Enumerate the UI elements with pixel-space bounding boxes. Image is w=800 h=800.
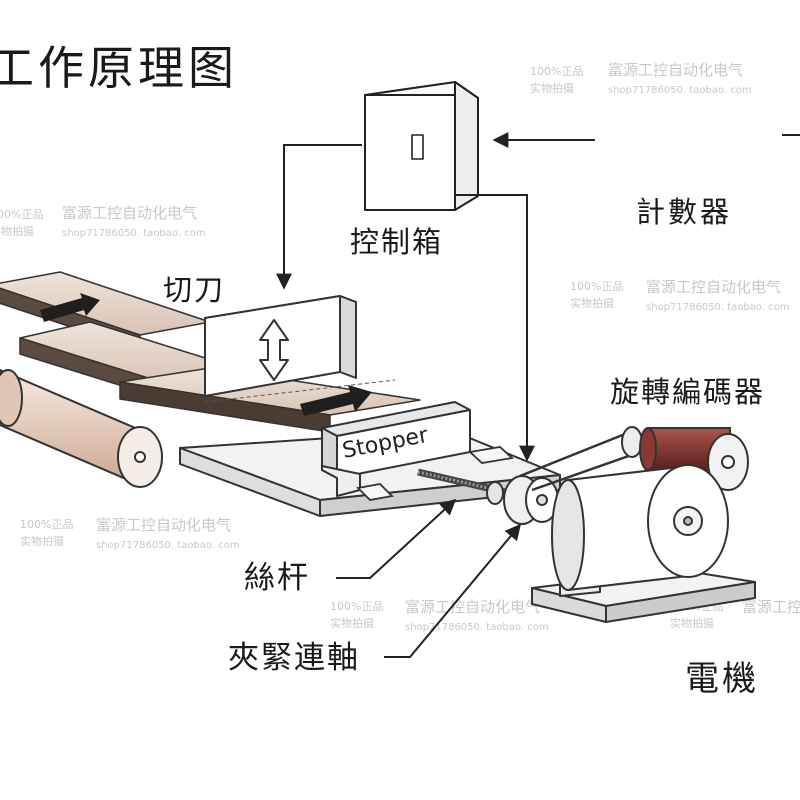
svg-text:100%正品: 100%正品 [20, 518, 73, 531]
watermark-right: 100%正品 实物拍摄 富源工控自动化电气 shop71786050. taob… [570, 278, 790, 313]
encoder-label: 旋轉編碼器 [610, 375, 765, 409]
svg-text:实物拍摄: 实物拍摄 [570, 296, 614, 310]
control-box [364, 81, 479, 211]
svg-text:100%正品: 100%正品 [570, 280, 623, 293]
coupling [486, 475, 559, 525]
svg-text:富源工控自动化电气: 富源工控自动化电气 [96, 516, 231, 534]
counter-label: 計數器 [636, 195, 732, 229]
motor [531, 464, 756, 623]
lead-screw-leader [336, 498, 457, 579]
svg-text:富源工控自动化电气: 富源工控自动化电气 [405, 598, 540, 616]
feed-direction-arrows [40, 293, 372, 416]
svg-text:shop71786050. taobao. com: shop71786050. taobao. com [62, 228, 206, 239]
page-title: 工作原理图 [0, 41, 238, 95]
svg-text:100%正品: 100%正品 [330, 600, 383, 613]
motor-label: 電機 [685, 659, 759, 699]
coupling-label: 夾緊連軸 [228, 640, 360, 676]
lead-screw-label: 絲杆 [244, 560, 310, 596]
svg-text:实物拍摄: 实物拍摄 [330, 616, 374, 630]
svg-text:shop71786050. taobao. com: shop71786050. taobao. com [608, 85, 752, 96]
svg-text:shop71786050. taobao. com: shop71786050. taobao. com [405, 622, 549, 633]
svg-text:实物拍摄: 实物拍摄 [530, 81, 574, 95]
svg-text:富源工控自动化电气: 富源工控自动化电气 [742, 598, 800, 616]
up-down-arrow-icon [259, 319, 289, 381]
watermark-left: 100%正品 实物拍摄 富源工控自动化电气 shop71786050. taob… [0, 204, 206, 239]
svg-text:100%正品: 100%正品 [530, 65, 583, 78]
drive-belt [519, 430, 641, 492]
svg-text:实物拍摄: 实物拍摄 [20, 534, 64, 548]
svg-text:富源工控自动化电气: 富源工控自动化电气 [62, 204, 197, 222]
control-box-label: 控制箱 [350, 225, 443, 259]
slide-rail [356, 446, 514, 501]
svg-text:富源工控自动化电气: 富源工控自动化电气 [608, 61, 743, 79]
coupling-leader [384, 523, 522, 658]
svg-text:shop71786050. taobao. com: shop71786050. taobao. com [96, 540, 240, 551]
control-to-cutter-arrow [276, 144, 362, 290]
stopper-block [321, 401, 471, 497]
watermark-top-right: 100%正品 实物拍摄 富源工控自动化电气 shop71786050. taob… [530, 61, 752, 96]
svg-text:实物拍摄: 实物拍摄 [670, 616, 714, 630]
cutter-label: 切刀 [163, 273, 225, 307]
svg-text:实物拍摄: 实物拍摄 [0, 224, 34, 238]
svg-text:富源工控自动化电气: 富源工控自动化电气 [646, 278, 781, 296]
watermark-bottom-center: 100%正品 实物拍摄 富源工控自动化电气 shop71786050. taob… [330, 598, 549, 633]
svg-text:shop71786050. taobao. com: shop71786050. taobao. com [646, 302, 790, 313]
svg-text:100%正品: 100%正品 [0, 208, 43, 221]
rotary-encoder [621, 426, 749, 491]
control-to-encoder-line [455, 194, 535, 462]
feed-roller [0, 368, 163, 488]
watermark-lower-left: 100%正品 实物拍摄 富源工控自动化电气 shop71786050. taob… [20, 516, 240, 551]
